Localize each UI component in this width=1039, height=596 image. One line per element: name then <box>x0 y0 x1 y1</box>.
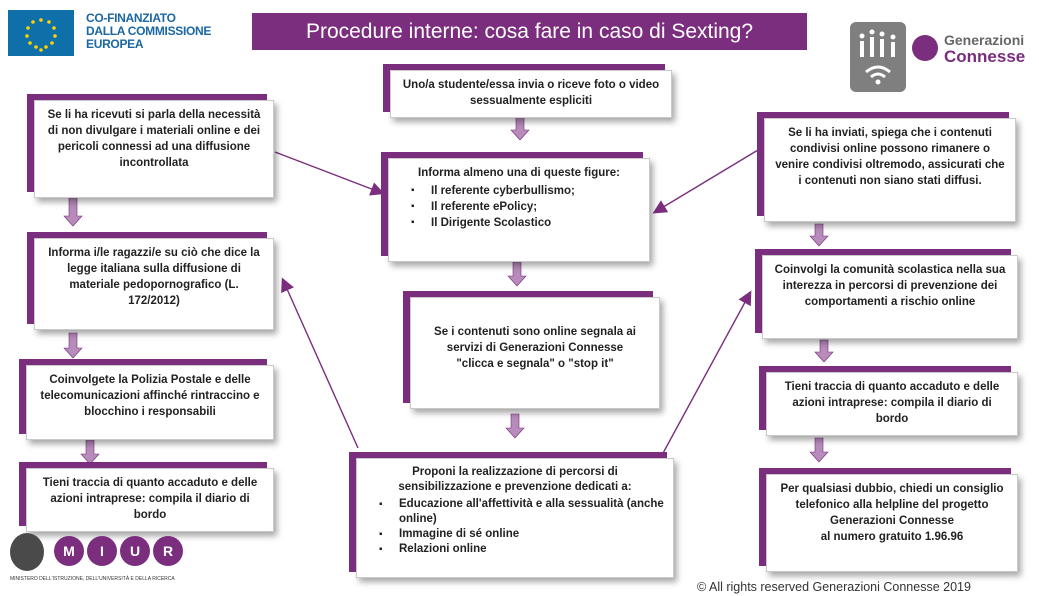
miur-letter-u: U <box>120 536 150 566</box>
page-title: Procedure interne: cosa fare in caso di … <box>252 13 807 50</box>
track-left-text: Tieni traccia di quanto accaduto e delle… <box>42 477 258 521</box>
police-pre: Coinvolgete la <box>49 374 132 386</box>
miur-letter-r: R <box>153 536 183 566</box>
online-report-quote: "clicca e segnala" o "stop it" <box>456 358 614 370</box>
propose-lead: Proponi la realizzazione di percorsi di … <box>398 466 632 493</box>
box-police: Coinvolgete la Polizia Postale e delle t… <box>26 365 274 440</box>
community-text: Coinvolgi la comunità scolastica nella s… <box>774 264 1006 308</box>
inform-lead: Informa almeno una di queste figure: <box>418 167 620 179</box>
sent-text: , spiega che i contenuti condivisi onlin… <box>775 127 1005 187</box>
generazioni-connesse-logo-icon <box>850 22 906 92</box>
arrow-propose-to-law <box>281 277 359 449</box>
propose-list: Educazione all'affettività e alla sessua… <box>365 497 665 557</box>
miur-letter-i: I <box>87 536 117 566</box>
box-track-left: Tieni traccia di quanto accaduto e delle… <box>26 468 274 532</box>
down-arrow-left-3 <box>80 439 100 465</box>
received-bold: Se li ha ricevuti <box>47 109 132 121</box>
eu-stars-icon <box>25 18 57 52</box>
box-community: Coinvolgi la comunità scolastica nella s… <box>762 255 1018 339</box>
box-track-right: Tieni traccia di quanto accaduto e delle… <box>766 372 1018 436</box>
box-received: Se li ha ricevuti si parla della necessi… <box>34 100 274 198</box>
down-arrow-left-1 <box>63 197 83 227</box>
inform-list: Il referente cyberbullismo; Il referente… <box>397 183 641 231</box>
box-helpline: Per qualsiasi dubbio, chiedi un consigli… <box>766 474 1018 572</box>
propose-item-education: Educazione all'affettività e alla sessua… <box>379 497 665 527</box>
arrow-propose-to-community <box>661 290 752 456</box>
down-arrow-right-2 <box>814 339 834 363</box>
online-report-text: Se i contenuti sono online segnala ai se… <box>434 326 636 354</box>
police-bold: Polizia Postale <box>131 374 212 386</box>
sent-bold: Se li ha inviati <box>788 127 865 139</box>
box-law: Informa i/le ragazzi/e su ciò che dice l… <box>34 238 274 330</box>
eu-flag-logo <box>8 10 74 56</box>
miur-letter-m: M <box>54 536 84 566</box>
doubt-bold: Per qualsiasi dubbio <box>780 483 893 495</box>
arrow-left-to-inform <box>274 151 385 196</box>
box-sent: Se li ha inviati, spiega che i contenuti… <box>764 118 1016 222</box>
inform-item-epolicy: Il referente ePolicy; <box>411 199 641 215</box>
box-online-report: Se i contenuti sono online segnala ai se… <box>410 297 660 409</box>
police-text: e delle telecomunicazioni affinché rintr… <box>40 374 260 418</box>
down-arrow-left-2 <box>63 332 83 359</box>
box-propose: Proponi la realizzazione di percorsi di … <box>356 458 674 578</box>
trigger-text: Uno/a studente/essa invia o riceve foto … <box>402 79 660 107</box>
down-arrow-top-to-inform <box>510 115 530 141</box>
box-trigger: Uno/a studente/essa invia o riceve foto … <box>390 70 672 118</box>
propose-item-image: Immagine di sé online <box>379 527 665 542</box>
eu-cofunding-text: CO-FINANZIATO DALLA COMMISSIONE EUROPEA <box>86 11 212 51</box>
helpline-number: al numero gratuito 1.96.96 <box>820 531 964 543</box>
italian-republic-emblem-icon <box>10 533 44 571</box>
down-arrow-online-to-propose <box>505 413 525 439</box>
inform-item-cyberbullismo: Il referente cyberbullismo; <box>411 183 641 199</box>
doubt-text: , chiedi un consiglio telefonico alla he… <box>795 483 1004 527</box>
law-text: Informa i/le ragazzi/e su ciò che dice l… <box>48 247 260 307</box>
brand-name-line2: Connesse <box>944 47 1026 66</box>
copyright-notice: © All rights reserved Generazioni Connes… <box>697 580 971 594</box>
down-arrow-right-3 <box>809 437 829 463</box>
box-inform: Informa almeno una di queste figure: Il … <box>388 158 650 262</box>
track-right-text: Tieni traccia di quanto accaduto e delle… <box>784 381 1000 425</box>
arrow-right-to-inform <box>652 149 759 214</box>
received-text: si parla della necessità di non divulgar… <box>47 109 261 169</box>
down-arrow-right-1 <box>809 223 829 247</box>
brand-name-line1: Generazioni <box>944 32 1025 48</box>
propose-item-relations: Relazioni online <box>379 542 665 557</box>
miur-caption: MINISTERO DELL'ISTRUZIONE, DELL'UNIVERSI… <box>10 576 175 582</box>
down-arrow-inform-to-online <box>507 261 527 287</box>
inform-item-dirigente: Il Dirigente Scolastico <box>411 215 641 231</box>
generazioni-connesse-badge-icon <box>912 35 938 61</box>
